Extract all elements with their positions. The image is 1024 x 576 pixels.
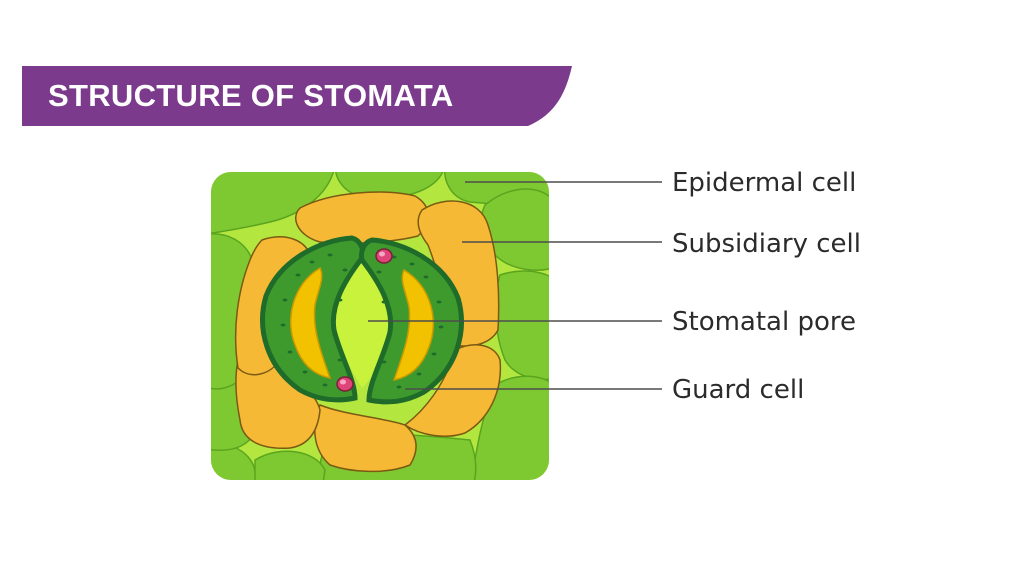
nucleus-right	[375, 248, 393, 264]
label-guard-cell: Guard cell	[672, 375, 805, 405]
nucleus-left	[336, 376, 354, 392]
label-subsidiary-cell: Subsidiary cell	[672, 229, 861, 259]
stomatal-pore	[331, 258, 392, 388]
label-stomatal-pore: Stomatal pore	[672, 307, 857, 337]
page-title: STRUCTURE OF STOMATA	[48, 78, 454, 113]
guard-cell-left	[260, 235, 366, 403]
label-epidermal-cell: Epidermal cell	[672, 168, 857, 198]
leader-lines	[368, 181, 662, 390]
